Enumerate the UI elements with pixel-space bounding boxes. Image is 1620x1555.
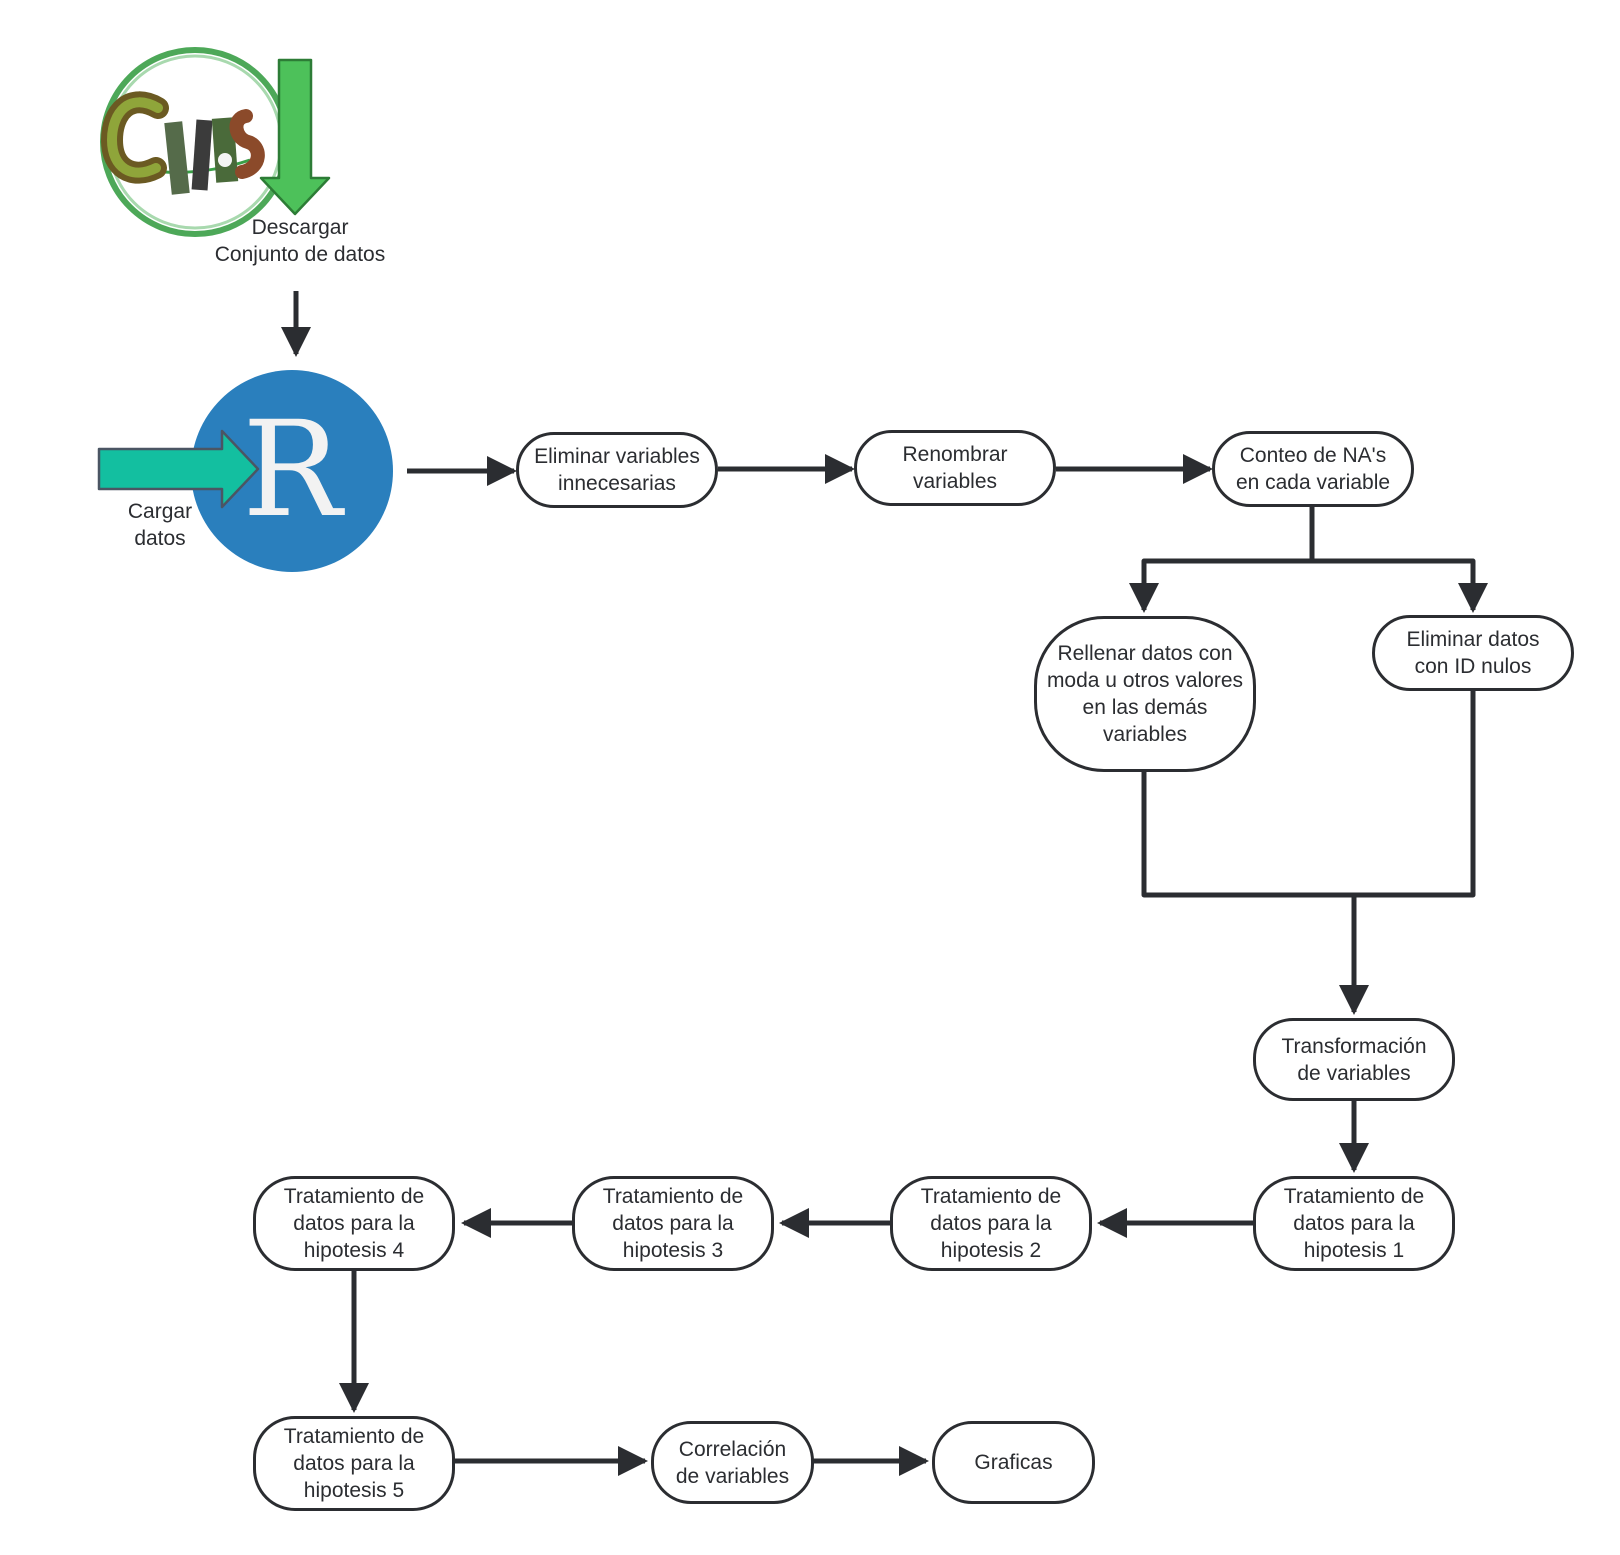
node-renombrar-variables: Renombrar variables [854, 430, 1056, 506]
edge-eliminar-id-to-merge [1354, 691, 1476, 898]
r-logo [191, 370, 393, 572]
node-hipotesis-2-label: Tratamiento de datos para la hipotesis 2 [920, 1185, 1062, 1262]
node-hipotesis-1-label: Tratamiento de datos para la hipotesis 1 [1283, 1185, 1425, 1262]
node-rellenar-datos-label: Rellenar datos con moda u otros valores … [1046, 642, 1244, 746]
r-logo-letter: R [242, 393, 342, 547]
edge-conteo-to-eliminar-id [1312, 558, 1488, 613]
node-hipotesis-3-label: Tratamiento de datos para la hipotesis 3 [602, 1185, 744, 1262]
node-hipotesis-1: Tratamiento de datos para la hipotesis 1 [1253, 1176, 1455, 1271]
node-transformacion-label: Transformación de variables [1281, 1034, 1427, 1085]
node-eliminar-variables: Eliminar variables innecesarias [516, 432, 718, 508]
node-correlacion: Correlación de variables [651, 1421, 814, 1504]
node-graficas: Graficas [932, 1421, 1095, 1504]
download-caption: Descargar Conjunto de datos [214, 216, 386, 266]
node-hipotesis-4-label: Tratamiento de datos para la hipotesis 4 [283, 1185, 425, 1262]
node-correlacion-label: Correlación de variables [675, 1437, 790, 1488]
node-conteo-na: Conteo de NA's en cada variable [1212, 431, 1414, 507]
node-renombrar-variables-label: Renombrar variables [902, 443, 1008, 493]
node-rellenar-datos: Rellenar datos con moda u otros valores … [1034, 616, 1256, 772]
edge-rellenar-to-merge [1141, 772, 1354, 898]
node-conteo-na-label: Conteo de NA's en cada variable [1235, 444, 1391, 494]
load-arrow [97, 429, 260, 509]
node-eliminar-id-nulos: Eliminar datos con ID nulos [1372, 615, 1574, 691]
download-arrow [259, 58, 331, 216]
node-hipotesis-2: Tratamiento de datos para la hipotesis 2 [890, 1176, 1092, 1271]
node-hipotesis-5: Tratamiento de datos para la hipotesis 5 [253, 1416, 455, 1511]
node-transformacion: Transformación de variables [1253, 1018, 1455, 1101]
node-graficas-label: Graficas [974, 1451, 1053, 1474]
cites-logo [100, 47, 290, 237]
edge-conteo-to-rellenar [1129, 507, 1315, 613]
node-eliminar-variables-label: Eliminar variables innecesarias [534, 445, 700, 495]
node-eliminar-id-nulos-label: Eliminar datos con ID nulos [1406, 628, 1540, 678]
node-hipotesis-3: Tratamiento de datos para la hipotesis 3 [572, 1176, 774, 1271]
load-caption: Cargar datos [127, 500, 193, 550]
node-hipotesis-4: Tratamiento de datos para la hipotesis 4 [253, 1176, 455, 1271]
node-hipotesis-5-label: Tratamiento de datos para la hipotesis 5 [283, 1425, 425, 1502]
